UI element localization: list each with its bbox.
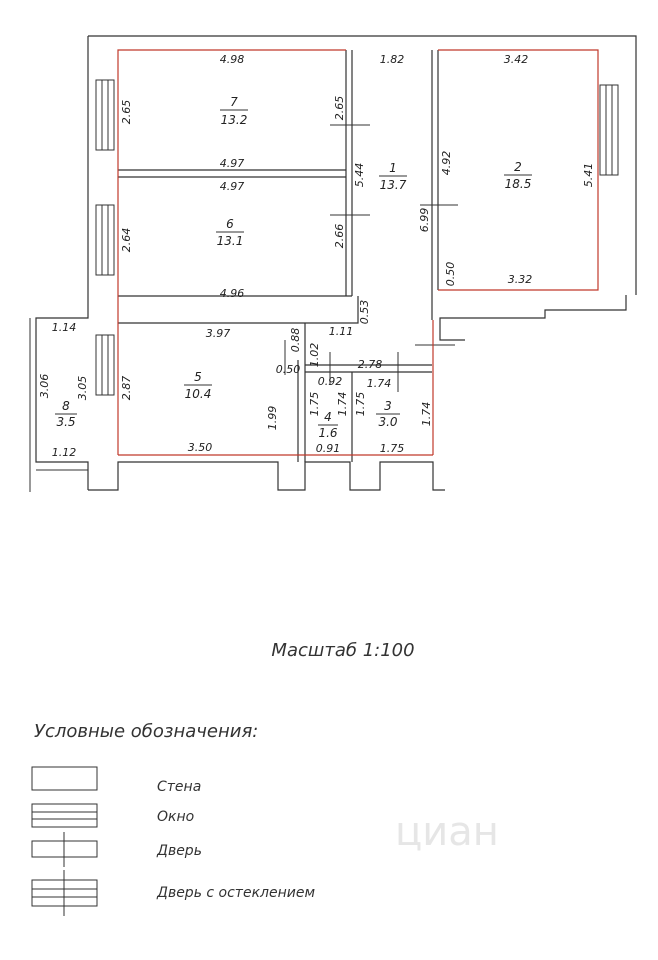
dim-label: 4.96 (220, 287, 245, 300)
dim-label: 4.98 (220, 53, 245, 66)
svg-text:8: 8 (62, 399, 70, 413)
dim-label: 0.88 (289, 328, 302, 353)
room-5-label: 5 10.4 (184, 370, 212, 401)
legend-wall: Стена (31, 766, 201, 795)
doors (284, 124, 458, 392)
dim-label: 1.02 (308, 343, 321, 368)
dim-label: 2.65 (333, 96, 346, 121)
dim-label: 2.64 (120, 228, 133, 253)
svg-text:Дверь с остеклением: Дверь с остеклением (156, 885, 315, 901)
dim-label: 1.75 (380, 442, 405, 455)
svg-text:10.4: 10.4 (185, 387, 212, 401)
interior-walls (118, 50, 439, 462)
legend-title: Условные обозначения: (34, 721, 258, 742)
svg-text:Стена: Стена (157, 779, 201, 795)
svg-text:5: 5 (194, 370, 202, 384)
dim-label: 2.65 (120, 100, 133, 125)
legend-window: Окно (31, 803, 194, 828)
room-4-label: 4 1.6 (318, 410, 338, 440)
dim-label: 0.53 (358, 300, 371, 325)
room-outlines (117, 49, 599, 456)
svg-text:13.7: 13.7 (380, 178, 407, 192)
svg-text:3: 3 (384, 399, 392, 413)
dim-label: 1.11 (329, 325, 354, 338)
dim-label: 1.12 (52, 446, 77, 459)
room-2-label: 2 18.5 (504, 160, 532, 191)
dim-label: 4.97 (220, 180, 245, 193)
svg-text:4: 4 (324, 410, 332, 424)
dim-label: 2.66 (333, 224, 346, 249)
dim-label: 1.75 (308, 392, 321, 417)
dim-label: 3.05 (76, 376, 89, 401)
room-6-label: 6 13.1 (216, 217, 244, 248)
svg-text:7: 7 (230, 95, 238, 109)
legend-glazed-door: Дверь с остеклением (31, 870, 315, 916)
dim-label: 2.78 (358, 358, 383, 371)
windows (95, 79, 619, 396)
room-8-label: 8 3.5 (55, 399, 77, 429)
svg-text:1.6: 1.6 (318, 426, 337, 440)
dim-label: 1.74 (367, 377, 392, 390)
exterior-walls (29, 35, 637, 492)
dim-label: 1.74 (420, 402, 433, 427)
dim-label: 1.99 (266, 406, 279, 431)
svg-text:6: 6 (226, 217, 234, 231)
svg-text:3.0: 3.0 (378, 415, 397, 429)
dim-label: 1.74 (336, 392, 349, 417)
dim-label: 0.50 (444, 262, 457, 287)
dim-label: 0.50 (276, 363, 301, 376)
svg-text:2: 2 (514, 160, 522, 174)
room-3-label: 3 3.0 (376, 399, 400, 429)
dim-label: 4.92 (440, 151, 453, 176)
watermark: циан (395, 809, 499, 855)
scale-label: Масштаб 1:100 (271, 640, 414, 661)
dim-label: 5.41 (582, 163, 595, 188)
dim-label: 3.06 (38, 374, 51, 399)
window-symbol (31, 803, 98, 828)
dim-label: 3.42 (504, 53, 529, 66)
dim-label: 1.82 (380, 53, 405, 66)
dim-label: 0.92 (318, 375, 343, 388)
svg-text:1: 1 (389, 161, 397, 175)
legend-door: Дверь (31, 832, 202, 867)
dim-label: 0.91 (316, 442, 341, 455)
room-7-label: 7 13.2 (220, 95, 248, 127)
dimension-labels: 4.98 1.82 3.42 4.97 4.97 4.96 3.32 1.14 … (38, 53, 595, 459)
room-1-label: 1 13.7 (379, 161, 407, 192)
dim-label: 5.44 (353, 163, 366, 188)
dim-label: 3.32 (508, 273, 533, 286)
dim-label: 6.99 (418, 208, 431, 233)
dim-label: 1.75 (354, 392, 367, 417)
dim-label: 3.50 (188, 441, 213, 454)
dim-label: 2.87 (120, 376, 133, 401)
dim-label: 1.14 (52, 321, 77, 334)
svg-text:Окно: Окно (157, 809, 194, 825)
svg-text:3.5: 3.5 (56, 415, 75, 429)
dim-label: 3.97 (206, 327, 231, 340)
svg-text:13.2: 13.2 (221, 113, 248, 127)
svg-text:18.5: 18.5 (505, 177, 532, 191)
dim-label: 4.97 (220, 157, 245, 170)
svg-text:13.1: 13.1 (217, 234, 244, 248)
wall-symbol (31, 766, 98, 791)
svg-text:Дверь: Дверь (156, 843, 202, 859)
